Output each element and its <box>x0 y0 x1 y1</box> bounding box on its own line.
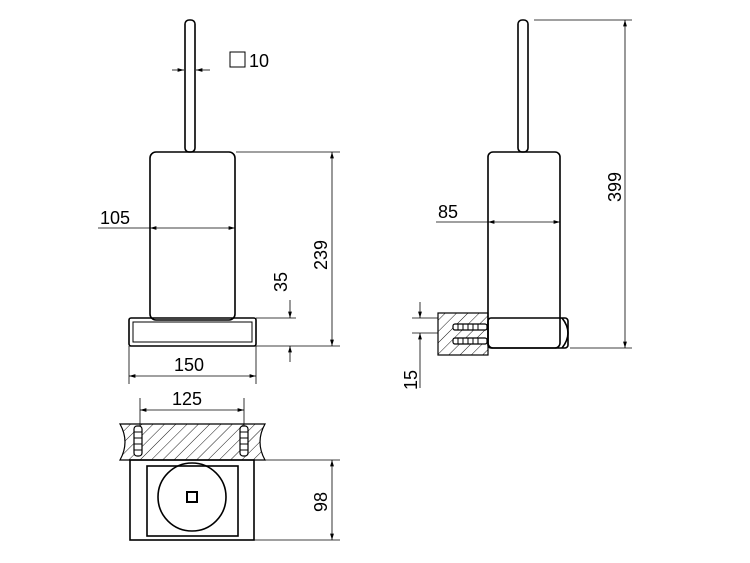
dim-base-height: 35 <box>271 272 291 292</box>
front-view: 10 105 239 35 150 <box>98 19 340 384</box>
screw-icon <box>133 425 143 457</box>
dim-bracket-thickness: 15 <box>401 370 421 390</box>
front-base-outer <box>128 317 257 347</box>
dim-body-height: 239 <box>311 240 331 270</box>
square-symbol-icon <box>229 51 246 68</box>
dim-base-width: 150 <box>174 355 204 375</box>
top-holder-inner <box>146 465 239 537</box>
dim-top-depth: 98 <box>311 492 331 512</box>
dim-rod-square: 10 <box>249 51 269 71</box>
side-bracket <box>487 317 569 349</box>
dim-total-height: 399 <box>605 172 625 202</box>
front-body <box>149 151 236 321</box>
dim-body-diameter-front: 105 <box>100 208 130 228</box>
top-body-circle <box>157 462 227 532</box>
top-rod-square <box>186 491 198 503</box>
side-wall-hatch <box>437 312 489 356</box>
side-rod <box>517 19 529 153</box>
top-view: 125 98 <box>118 389 340 541</box>
screw-icon <box>239 425 249 457</box>
side-view: 85 399 15 <box>401 19 632 390</box>
front-base-inner <box>132 321 253 343</box>
dim-body-diameter-side: 85 <box>438 202 458 222</box>
top-holder-outer <box>129 459 255 541</box>
front-rod <box>184 19 196 153</box>
dim-top-width: 125 <box>172 389 202 409</box>
